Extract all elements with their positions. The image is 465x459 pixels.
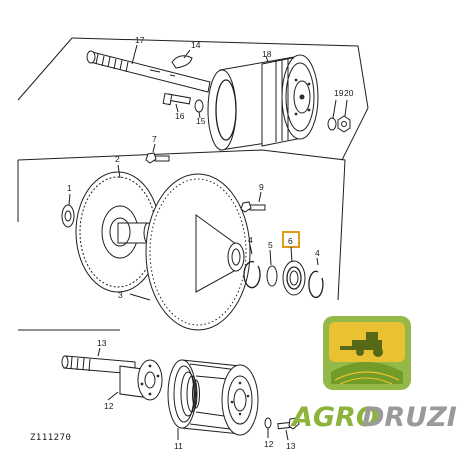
pulley-11 — [167, 359, 259, 440]
bolt-9 — [240, 191, 266, 213]
snap-ring-4-right — [308, 257, 324, 299]
callout-4-left: 4 — [248, 235, 253, 245]
callout-7: 7 — [152, 134, 157, 144]
callout-18: 18 — [262, 49, 272, 59]
callout-20: 20 — [344, 88, 354, 98]
bolt-16 — [162, 92, 191, 113]
agrodruzi-logo: AGRO DRUZI — [290, 316, 457, 433]
callout-15: 15 — [196, 116, 206, 126]
top-panel-frame — [71, 37, 369, 109]
woodruff-key — [171, 49, 193, 69]
callout-12-right: 12 — [264, 439, 274, 449]
callout-19: 19 — [334, 88, 344, 98]
washer-19 — [327, 99, 337, 131]
combine-harvester-icon — [340, 332, 383, 357]
callout-9: 9 — [259, 182, 264, 192]
callout-17: 17 — [135, 35, 145, 45]
callout-13: 13 — [97, 338, 107, 348]
drum-18 — [207, 54, 319, 151]
callout-4-right: 4 — [315, 248, 320, 258]
callout-2: 2 — [115, 154, 120, 164]
seal-1 — [61, 193, 75, 228]
callout-6: 6 — [288, 236, 293, 246]
callout-14: 14 — [191, 40, 201, 50]
hub-flange — [137, 359, 163, 401]
top-panel — [17, 37, 369, 161]
nut-20 — [337, 99, 351, 133]
callout-16: 16 — [175, 111, 185, 121]
callout-labels: 17 14 18 16 15 19 20 7 2 1 9 4 5 6 4 3 1… — [67, 35, 354, 451]
callout-12: 12 — [104, 401, 114, 411]
bottom-panel — [18, 329, 300, 441]
brand-part1: AGRO — [290, 402, 379, 433]
callout-3: 3 — [118, 290, 123, 300]
bearing-6 — [282, 231, 306, 296]
bolt-bottom — [277, 417, 300, 441]
lock-washer-15 — [194, 99, 204, 119]
callout-11: 11 — [174, 441, 183, 451]
snap-ring-4-left — [243, 244, 261, 289]
callout-13-right: 13 — [286, 441, 296, 451]
middle-panel-frame — [17, 149, 346, 301]
middle-panel — [17, 143, 346, 331]
brand-part2: DRUZI — [362, 402, 457, 433]
ring-5 — [266, 249, 278, 287]
bolt-7 — [145, 143, 170, 164]
drawing-code: Z111270 — [30, 433, 71, 443]
output-shaft-13 — [61, 347, 151, 401]
splined-shaft — [86, 44, 211, 93]
sheave-half-3 — [129, 173, 251, 331]
callout-1: 1 — [67, 183, 72, 193]
callout-5: 5 — [268, 240, 273, 250]
washer-12 — [264, 417, 272, 438]
